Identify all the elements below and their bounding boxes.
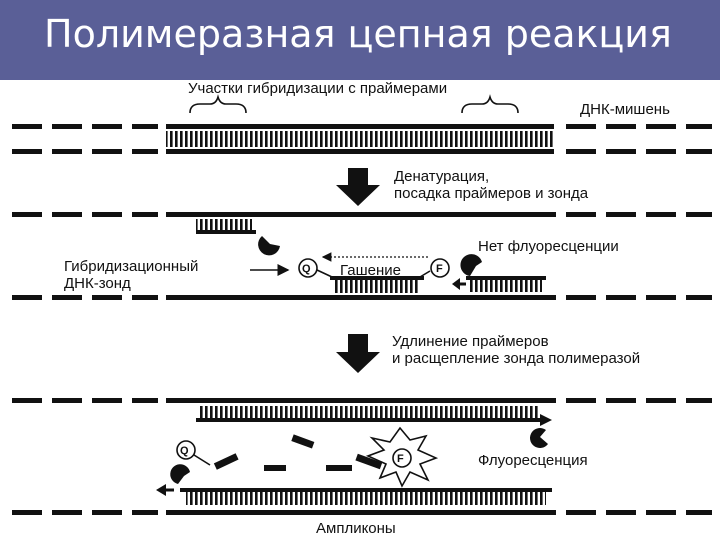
probe-label-line1: Гибридизационный: [64, 258, 199, 275]
slide-header: Полимеразная цепная реакция: [0, 0, 720, 80]
free-quencher: [176, 440, 196, 460]
extended-strand-forward: [196, 406, 552, 426]
primer-reverse: [452, 276, 546, 292]
target-dna: [12, 94, 712, 154]
down-arrow-1: [336, 168, 380, 206]
free-fluorophore-letter: F: [397, 453, 404, 465]
extension-strands: [12, 398, 712, 515]
polymerase-pacman-2: [460, 254, 482, 276]
down-arrow-2: [336, 334, 380, 373]
hybridization-sites-label: Участки гибридизации с праймерами: [188, 80, 448, 97]
fluorophore-marker: [430, 258, 450, 278]
brace-right: [461, 94, 519, 114]
quencher-marker: [298, 258, 318, 278]
polymerase-pacman-1: [258, 236, 280, 256]
denatured-strands: [12, 212, 712, 300]
probe-fragments: [176, 434, 383, 471]
step2-label-line2: и расщепление зонда полимеразой: [392, 350, 641, 367]
hybridization-probe: [298, 252, 450, 293]
slide-title: Полимеразная цепная реакция: [44, 12, 672, 56]
fluorescence-label: Флуоресценция: [478, 452, 588, 469]
polymerase-pacman-3: [530, 428, 548, 448]
no-fluorescence-label: Нет флуоресценции: [478, 238, 619, 255]
fluorescence-burst: [365, 426, 439, 488]
quencher-letter: Q: [302, 263, 311, 275]
polymerase-pacman-4: [170, 464, 190, 484]
free-fluorophore: [392, 448, 412, 468]
quenching-label: Гашение: [340, 262, 402, 279]
primer-forward: [196, 219, 256, 234]
fluorophore-letter: F: [436, 263, 443, 275]
target-dna-label: ДНК-мишень: [580, 101, 670, 118]
free-quencher-letter: Q: [180, 445, 189, 457]
brace-left: [189, 94, 247, 114]
probe-label-line2: ДНК-зонд: [64, 275, 131, 292]
extended-strand-reverse: [156, 484, 552, 505]
amplicons-label: Ампликоны: [316, 520, 396, 537]
step2-label-line1: Удлинение праймеров: [392, 333, 549, 350]
step1-label-line1: Денатурация,: [394, 168, 490, 185]
step1-label-line2: посадка праймеров и зонда: [394, 185, 589, 202]
